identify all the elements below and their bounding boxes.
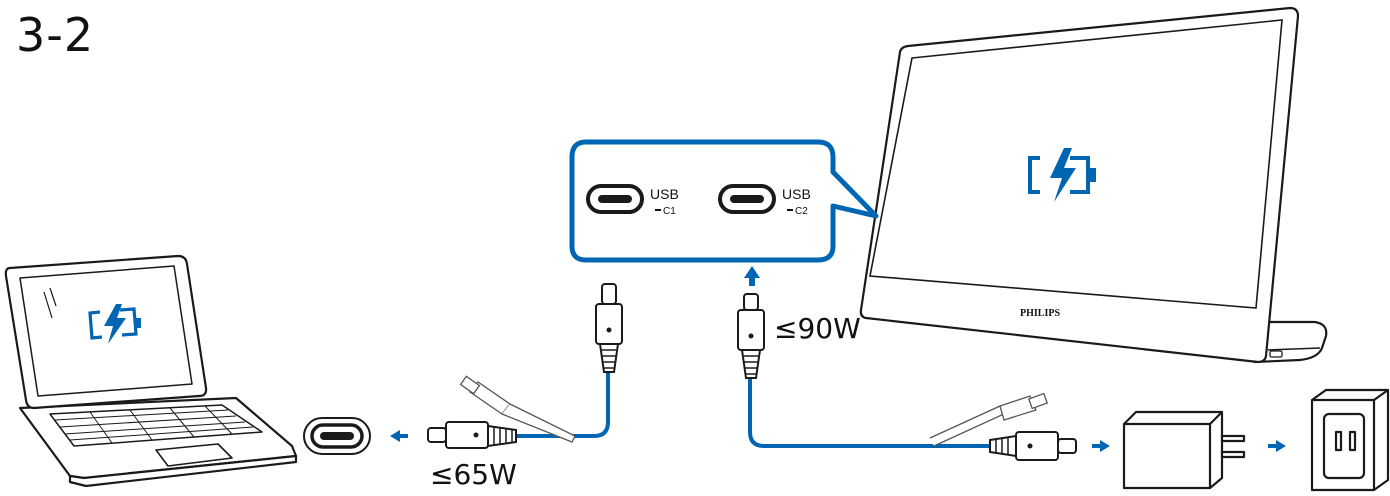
port-callout: USB C1 USB C2 <box>569 139 879 263</box>
power-outlet-icon <box>1310 388 1390 492</box>
laptop-power-label: ≤65W <box>430 458 517 491</box>
monitor-brand: PHILIPS <box>1020 308 1060 319</box>
cable-ghost-right <box>929 392 1049 447</box>
cable-laptop <box>514 370 610 438</box>
port-c2-sub: C2 <box>795 206 808 217</box>
portable-monitor: PHILIPS <box>859 6 1328 364</box>
power-adapter-icon <box>1122 410 1246 490</box>
laptop <box>4 254 298 488</box>
usb-c-plug-laptop <box>427 421 517 449</box>
step-label: 3-2 <box>16 8 95 62</box>
usb-c-plug-adapter <box>989 431 1077 461</box>
port-c1-label: USB <box>650 186 679 202</box>
cable-adapter <box>748 376 1002 448</box>
battery-charging-icon <box>1028 148 1096 202</box>
usb-c-port-icon <box>718 184 776 214</box>
arrow-icon <box>1268 440 1286 452</box>
cable-paths <box>514 370 1002 448</box>
arrow-icon <box>1092 440 1110 452</box>
usb-c-plug-c1 <box>595 283 623 373</box>
port-c2-label: USB <box>782 186 811 202</box>
cable-ghost-left <box>459 375 576 443</box>
port-c1-sub: C1 <box>663 206 676 217</box>
battery-charging-icon <box>88 304 141 344</box>
usb-c-port-icon <box>303 417 371 455</box>
usb-c-port-icon <box>586 184 644 214</box>
direction-arrows <box>390 266 1286 452</box>
arrow-icon <box>744 266 760 286</box>
arrow-icon <box>390 430 408 442</box>
adapter-power-label: ≤90W <box>774 312 861 345</box>
usb-c-plug-c2 <box>737 293 765 379</box>
